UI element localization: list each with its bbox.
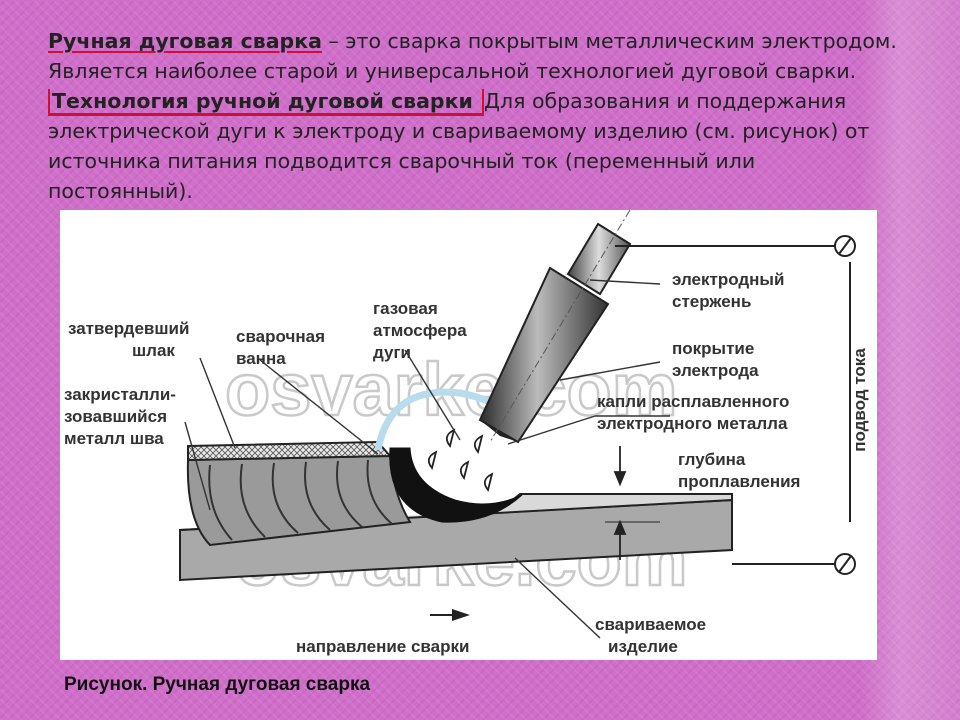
term-manual-arc-welding: Ручная дуговая сварка xyxy=(48,29,322,53)
weld-pool xyxy=(389,447,523,523)
label-weld-pool: сварочная ванна xyxy=(236,327,330,368)
welding-diagram-svg: osvarke.com osvarke.com xyxy=(64,210,869,656)
label-workpiece: свариваемое изделие xyxy=(595,615,711,656)
electrode-rod xyxy=(566,222,632,296)
label-direction: направление сварки xyxy=(296,637,469,656)
label-current-supply: подвод тока xyxy=(850,348,869,452)
penetration-dimension xyxy=(605,446,660,560)
solid-slag-layer xyxy=(187,440,393,462)
figure-caption: Рисунок. Ручная дуговая сварка xyxy=(64,674,371,695)
label-solid-slag: затвердевший шлак xyxy=(68,319,194,360)
electrode-axis xyxy=(489,210,631,443)
label-droplets: капли расплавленного электродного металл… xyxy=(597,392,794,433)
terminal-top xyxy=(834,235,856,257)
label-electrode-rod: электродный стержень xyxy=(672,270,789,311)
label-penetration: глубина проплавления xyxy=(678,450,800,491)
terminal-bottom xyxy=(834,553,856,575)
intro-text-1: – это сварка покрытым металлическим элек… xyxy=(48,29,897,83)
intro-text-2: Для образования и поддержания электричес… xyxy=(48,89,870,203)
leader-lines xyxy=(184,279,670,639)
current-wiring xyxy=(615,245,851,565)
label-electrode-coating: покрытие электрода xyxy=(672,339,759,380)
electrode-tip xyxy=(480,420,518,442)
direction-arrow xyxy=(430,609,470,621)
intro-paragraph: Ручная дуговая сварка – это сварка покры… xyxy=(48,26,898,206)
highlight-technology: Технология ручной дуговой сварки xyxy=(48,89,485,116)
label-arc-gas: газовая атмосфера дуги xyxy=(373,299,471,362)
welding-diagram: osvarke.com osvarke.com xyxy=(60,210,877,660)
label-crystallized-metal: закристалли- зовавшийся металл шва xyxy=(64,385,181,448)
weld-ripples xyxy=(208,459,393,541)
